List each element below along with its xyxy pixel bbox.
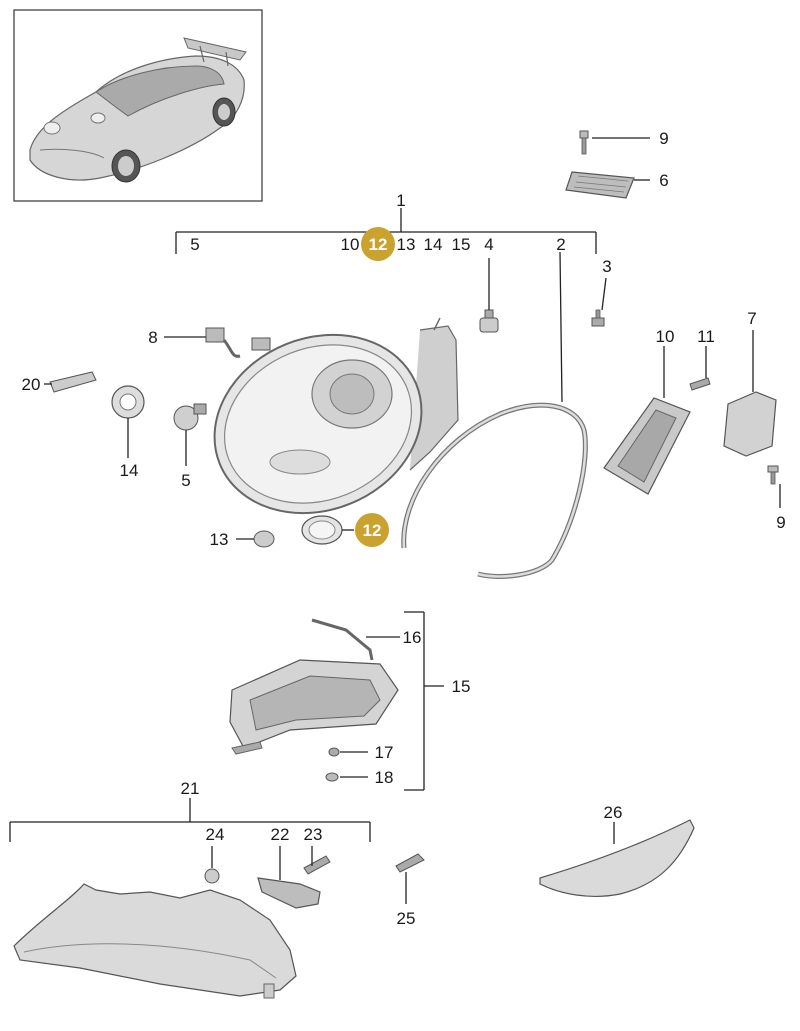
label-21: 21 — [181, 779, 200, 798]
label-6: 6 — [659, 171, 668, 190]
side-marker-26 — [539, 819, 695, 897]
grommet-24 — [204, 846, 220, 884]
socket-14 — [111, 385, 145, 458]
label-17: 17 — [375, 743, 394, 762]
label-25: 25 — [397, 909, 416, 928]
clip-20 — [44, 371, 97, 393]
label-23: 23 — [304, 825, 323, 844]
screw-11 — [689, 346, 711, 391]
label-1: 1 — [396, 191, 405, 210]
label-12-side: 12 — [363, 521, 382, 540]
ballast-10 — [603, 346, 691, 495]
screw-25 — [395, 853, 425, 904]
label-24: 24 — [206, 825, 225, 844]
cover-12 — [301, 515, 354, 545]
bulb-4 — [479, 258, 499, 333]
car-icon — [29, 37, 247, 183]
label-14-side: 14 — [120, 461, 139, 480]
label-10: 10 — [341, 235, 360, 254]
label-8: 8 — [148, 328, 157, 347]
label-22: 22 — [271, 825, 290, 844]
cap-13 — [236, 530, 275, 548]
label-13: 13 — [397, 235, 416, 254]
highlight-badge-12-bottom[interactable]: 12 — [355, 513, 389, 547]
label-3: 3 — [602, 257, 611, 276]
label-20: 20 — [22, 375, 41, 394]
screw-9-bottom — [767, 465, 781, 508]
label-16: 16 — [403, 628, 422, 647]
label-12: 12 — [369, 235, 388, 254]
vehicle-thumbnail — [13, 9, 263, 202]
label-7: 7 — [747, 309, 756, 328]
screw-9-top — [579, 130, 650, 155]
actuator-22 — [257, 846, 321, 909]
label-11: 11 — [697, 327, 715, 346]
screw-23 — [303, 846, 331, 875]
seal-gasket — [401, 251, 588, 579]
group-bracket-21 — [9, 798, 371, 842]
label-5-side: 5 — [181, 471, 190, 490]
label-2: 2 — [556, 235, 565, 254]
highlight-badge-12-top[interactable]: 12 — [361, 227, 395, 261]
control-unit-7 — [723, 330, 777, 457]
label-5: 5 — [190, 235, 199, 254]
label-4: 4 — [484, 235, 493, 254]
bracket-assembly-15 — [229, 611, 444, 791]
label-14: 14 — [424, 235, 443, 254]
label-15-side: 15 — [452, 677, 471, 696]
label-18: 18 — [375, 768, 394, 787]
label-9-top: 9 — [659, 129, 668, 148]
label-26: 26 — [604, 803, 623, 822]
module-6 — [565, 171, 650, 199]
screw-3 — [591, 277, 607, 327]
label-9-bottom: 9 — [776, 513, 785, 532]
label-10-side: 10 — [656, 327, 675, 346]
bulb-5 — [173, 403, 207, 466]
label-13-side: 13 — [210, 530, 229, 549]
daytime-light-21 — [13, 883, 297, 999]
label-15: 15 — [452, 235, 471, 254]
connector-8 — [164, 327, 271, 358]
headlamp-assembly — [213, 317, 459, 515]
